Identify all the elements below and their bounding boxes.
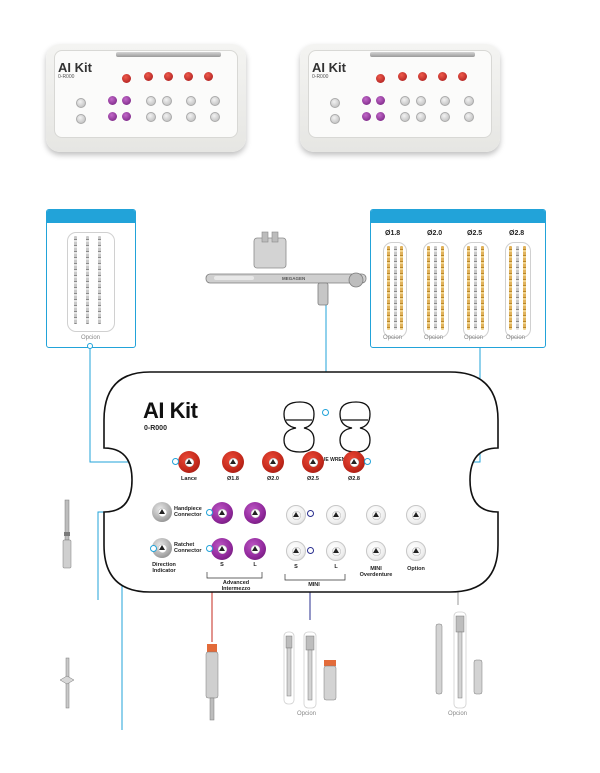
photo-kit-code: 0-R000	[312, 74, 329, 80]
option-socket[interactable]	[406, 505, 426, 525]
advanced-s-label: S	[220, 562, 224, 568]
torque-wrench-label: TORQUE WRENCH	[307, 457, 353, 463]
photo-kit-left: AI Kit 0-R000	[46, 44, 246, 152]
right-drill-panel: Ø1.8 Ø2.0 Ø2.5 Ø2.8 Opcion Opcion Opcion…	[370, 209, 546, 348]
mini-option-caption: Opcion	[297, 711, 317, 717]
drill-label: Ø2.0	[267, 476, 279, 482]
photo-wrench	[116, 52, 221, 57]
overdenture-option-caption: Opcion	[448, 711, 468, 717]
handpiece-connector-tool	[62, 499, 72, 569]
mini-socket-s[interactable]	[286, 541, 306, 561]
ratchet-connector-label: Ratchet Connector	[174, 542, 202, 554]
handpiece-connector-socket[interactable]	[152, 502, 172, 522]
mini-socket[interactable]	[326, 505, 346, 525]
drill-caption: Opcion	[464, 335, 484, 341]
handpiece-connector-label: Handpiece Connector	[174, 506, 202, 518]
advanced-socket-1[interactable]	[211, 502, 233, 524]
overdenture-socket[interactable]	[366, 541, 386, 561]
overdenture-tools	[435, 611, 483, 709]
left-panel-anchor	[87, 343, 93, 349]
right-panel-header	[371, 210, 545, 223]
lance-label: Lance	[181, 476, 197, 482]
ratchet-connector-socket[interactable]	[152, 538, 172, 558]
lance-marker	[172, 458, 179, 465]
drill-tool	[74, 236, 77, 324]
lance-socket[interactable]	[178, 451, 200, 473]
direction-indicator-label: Direction Indicator	[152, 562, 176, 574]
drill-socket-2-0[interactable]	[262, 451, 284, 473]
overdenture-socket[interactable]	[366, 505, 386, 525]
mini-label: MINI	[308, 582, 320, 588]
kit-title: AI Kit	[143, 398, 198, 423]
bracket-mini	[284, 574, 346, 581]
kit-outline	[103, 371, 499, 593]
drill-caption: Opcion	[506, 335, 526, 341]
mini-l-label: L	[334, 564, 338, 570]
kit-code: 0-R000	[144, 425, 167, 432]
drill-label: Ø1.8	[227, 476, 239, 482]
photo-kit-right: AI Kit 0-R000	[300, 44, 500, 152]
drill-tool	[86, 236, 89, 324]
direction-marker	[150, 545, 157, 552]
drill-size-label: Ø2.0	[427, 230, 443, 237]
photo-kit-tray	[54, 50, 238, 138]
photo-kit-tray	[308, 50, 492, 138]
mini-row-marker	[307, 510, 314, 517]
drill-label: Ø2.8	[348, 476, 360, 482]
option-label: Option	[407, 566, 425, 572]
drill-label: Ø2.5	[307, 476, 319, 482]
advanced-socket-s[interactable]	[211, 538, 233, 560]
mini-tools	[283, 631, 337, 709]
mini-socket[interactable]	[286, 505, 306, 525]
photo-kit-title: AI Kit	[312, 60, 346, 75]
option-socket[interactable]	[406, 541, 426, 561]
left-option-panel: Opcion	[46, 209, 136, 348]
drill-size-label: Ø2.8	[509, 230, 525, 237]
advanced-socket-l[interactable]	[244, 538, 266, 560]
torque-wrench-illustration	[205, 231, 367, 306]
mini-socket-l[interactable]	[326, 541, 346, 561]
left-panel-header	[47, 210, 135, 223]
photo-kit-code: 0-R000	[58, 74, 75, 80]
photo-wrench	[370, 52, 475, 57]
torque-wrench-brand: MEGAGEN	[282, 276, 306, 281]
drill-size-label: Ø1.8	[385, 230, 401, 237]
ratchet-connector-tool	[205, 644, 219, 721]
mini-marker	[307, 547, 314, 554]
drill-socket-1-8[interactable]	[222, 451, 244, 473]
drill-caption: Opcion	[424, 335, 444, 341]
photo-kit-title: AI Kit	[58, 60, 92, 75]
left-panel-caption: Opcion	[81, 335, 101, 341]
mini-overdenture-label: MINI Overdenture	[359, 566, 393, 578]
drill-caption: Opcion	[383, 335, 403, 341]
drill-socket-2-5[interactable]	[302, 451, 324, 473]
advanced-l-label: L	[253, 562, 257, 568]
bracket-advanced	[206, 572, 263, 579]
drill-size-label: Ø2.5	[467, 230, 483, 237]
direction-indicator-tool	[59, 657, 75, 709]
mini-s-label: S	[294, 564, 298, 570]
torque-marker	[322, 409, 329, 416]
advanced-intermezzo-label: Advanced Intermezzo	[221, 580, 251, 592]
advanced-socket-2[interactable]	[244, 502, 266, 524]
handpiece-marker	[206, 509, 213, 516]
drill-socket-2-8[interactable]	[343, 451, 365, 473]
advanced-marker	[206, 545, 213, 552]
drill-tool	[98, 236, 101, 324]
drill-marker	[364, 458, 371, 465]
